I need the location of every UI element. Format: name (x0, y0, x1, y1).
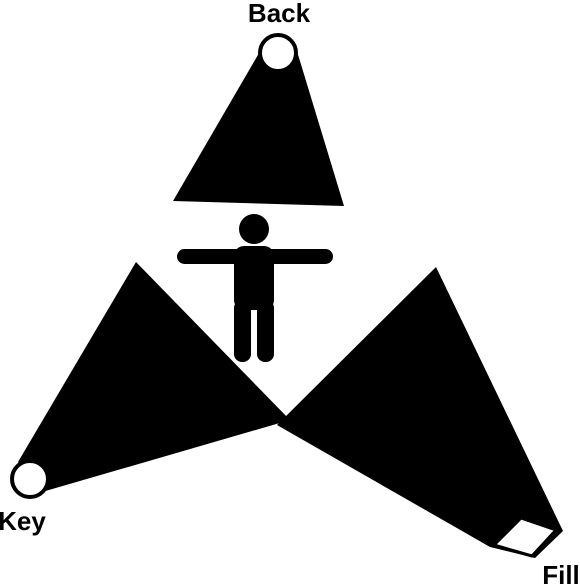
back-light-label: Back (248, 0, 311, 28)
fill-light: Fill (277, 267, 580, 584)
fill-light-softbox-icon (492, 516, 558, 558)
subject-person-icon (177, 214, 333, 362)
key-light-beam (18, 262, 290, 492)
person-head (239, 214, 269, 244)
fill-light-label: Fill (542, 560, 580, 584)
person-torso (234, 246, 274, 310)
person-left-leg (234, 300, 251, 362)
person-right-leg (257, 300, 274, 362)
back-light-lamp-icon (258, 33, 298, 73)
fill-light-beam (277, 267, 563, 558)
back-light-beam (173, 48, 344, 206)
key-light: Key (0, 262, 290, 536)
key-light-label: Key (0, 506, 46, 536)
back-light: Back (173, 0, 344, 206)
key-light-lamp-icon (10, 459, 50, 499)
